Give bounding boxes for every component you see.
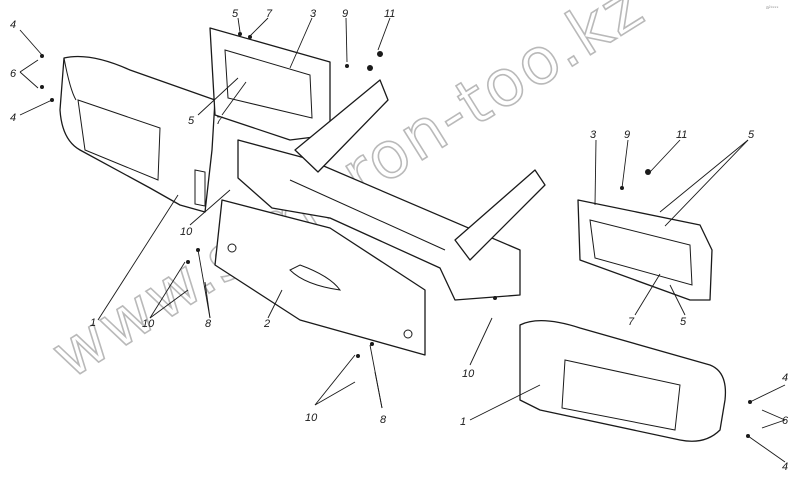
callout-washer-9: 9 <box>342 8 348 20</box>
callout-front-bumper-1: 1 <box>90 317 96 329</box>
center-panel <box>214 199 426 356</box>
side-panel-left <box>209 27 331 141</box>
callout-washer-6: 6 <box>10 68 17 80</box>
callout-nut-7: 7 <box>216 115 223 127</box>
callout-screw-4: 4 <box>10 112 16 124</box>
callout-bolt-8: 8 <box>205 318 212 330</box>
callout-nut-11: 11 <box>676 129 687 141</box>
callout-washer-9: 9 <box>624 129 630 141</box>
callout-bolt-10: 10 <box>305 412 318 424</box>
callout-screw-4: 4 <box>782 372 788 384</box>
callout-screw-4: 4 <box>782 461 788 473</box>
front-bumper-left <box>59 55 216 213</box>
callout-side-panel-3: 3 <box>590 129 597 141</box>
callout-screw-4: 4 <box>10 19 16 31</box>
leader-lines <box>19 17 786 463</box>
callout-bolt-8: 8 <box>380 414 387 426</box>
corner-mark: a²¹⁹⁹⁹ <box>766 5 779 11</box>
callout-center-panel-2: 2 <box>263 318 270 330</box>
side-panel-right <box>577 199 713 301</box>
frame-cross-member <box>237 79 546 301</box>
callout-bolt-10: 10 <box>180 226 193 238</box>
front-bumper-right <box>519 320 727 442</box>
callout-bolt-10: 10 <box>462 368 475 380</box>
callout-screw-5: 5 <box>680 316 687 328</box>
fasteners <box>40 32 752 438</box>
callout-screw-5: 5 <box>188 115 195 127</box>
callout-bolt-10: 10 <box>142 318 155 330</box>
callout-screw-5: 5 <box>748 129 755 141</box>
callout-front-bumper-1: 1 <box>460 416 466 428</box>
callout-screw-5: 5 <box>232 8 239 20</box>
callout-labels: 4 6 4 5 7 3 9 11 5 7 10 1 10 8 2 10 10 8… <box>10 8 789 473</box>
callout-nut-11: 11 <box>384 8 395 20</box>
callout-nut-7: 7 <box>628 316 635 328</box>
callout-washer-6: 6 <box>782 415 789 427</box>
callout-side-panel-3: 3 <box>310 8 317 20</box>
callout-nut-7: 7 <box>266 8 273 20</box>
